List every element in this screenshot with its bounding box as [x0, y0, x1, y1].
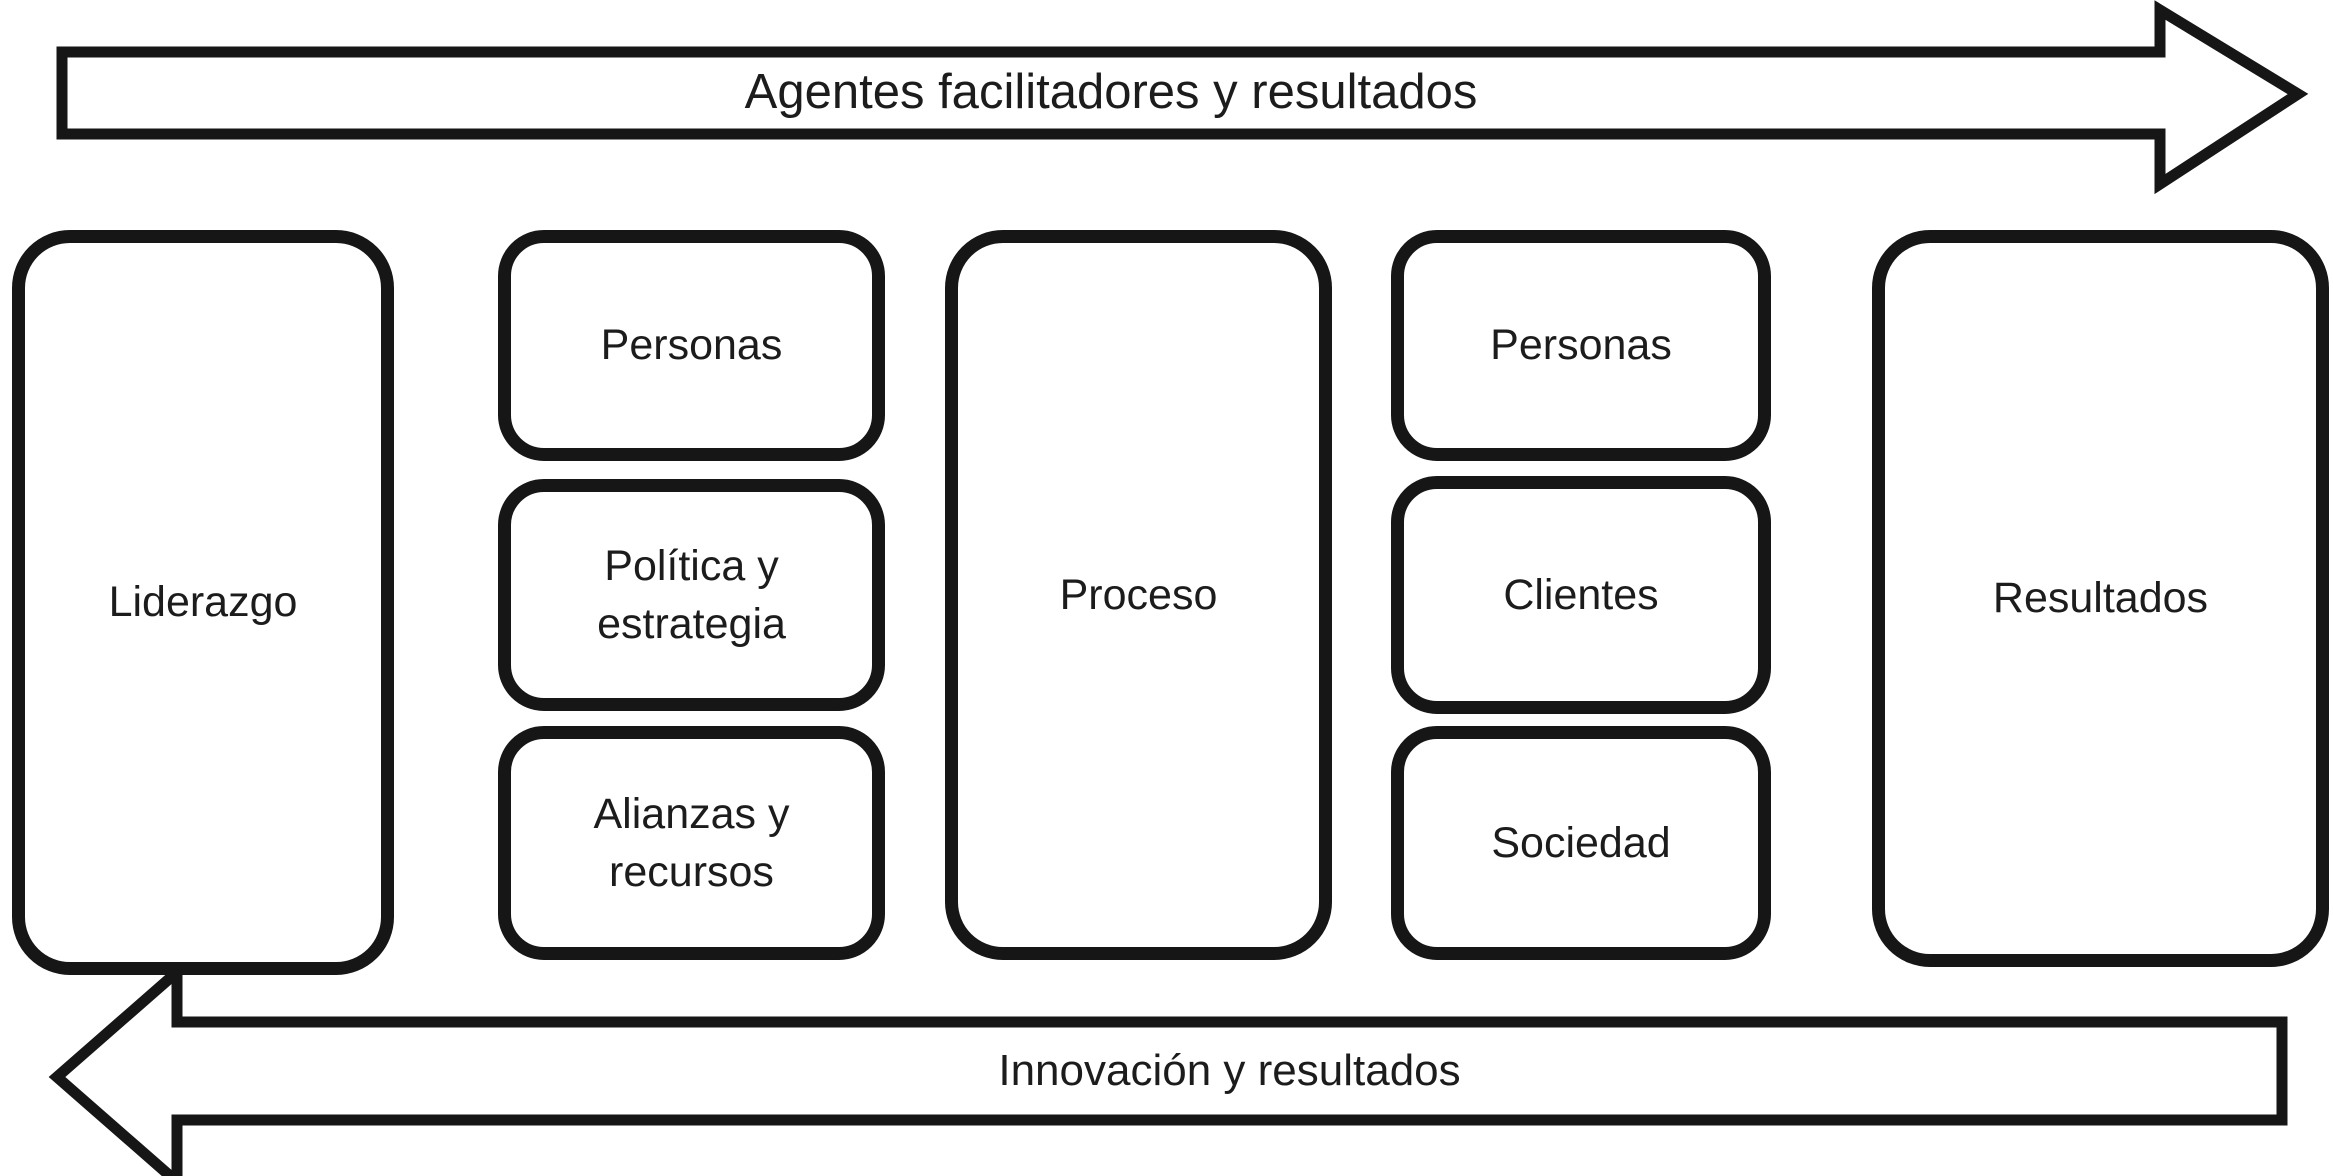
box-resultados: Resultados — [1872, 230, 2329, 967]
box-result-sociedad-label: Sociedad — [1491, 818, 1671, 867]
box-result-personas-label: Personas — [1490, 321, 1672, 370]
box-result-sociedad: Sociedad — [1391, 726, 1771, 960]
box-enabler-alianzas-recursos-label: Alianzas y recursos — [593, 789, 790, 896]
box-result-clientes: Clientes — [1391, 476, 1771, 714]
box-enabler-politica-estrategia: Política y estrategia — [498, 479, 885, 711]
top-arrow-label: Agentes facilitadores y resultados — [744, 65, 1478, 119]
box-result-clientes-label: Clientes — [1503, 570, 1659, 619]
box-proceso-label: Proceso — [1059, 570, 1218, 619]
bottom-arrow-label: Innovación y resultados — [998, 1046, 1461, 1095]
box-enabler-personas-label: Personas — [600, 321, 783, 370]
top-right-arrow-shape — [56, 0, 2309, 195]
box-enabler-personas: Personas — [498, 230, 885, 461]
bottom-left-arrow-shape — [48, 959, 2288, 1176]
box-proceso: Proceso — [945, 230, 1332, 960]
box-resultados-label: Resultados — [1992, 574, 2209, 623]
box-liderazgo: Liderazgo — [12, 230, 394, 975]
box-liderazgo-label: Liderazgo — [108, 578, 298, 627]
box-enabler-politica-estrategia-label: Política y estrategia — [597, 541, 786, 648]
box-result-personas: Personas — [1391, 230, 1771, 461]
box-enabler-alianzas-recursos: Alianzas y recursos — [498, 726, 885, 960]
